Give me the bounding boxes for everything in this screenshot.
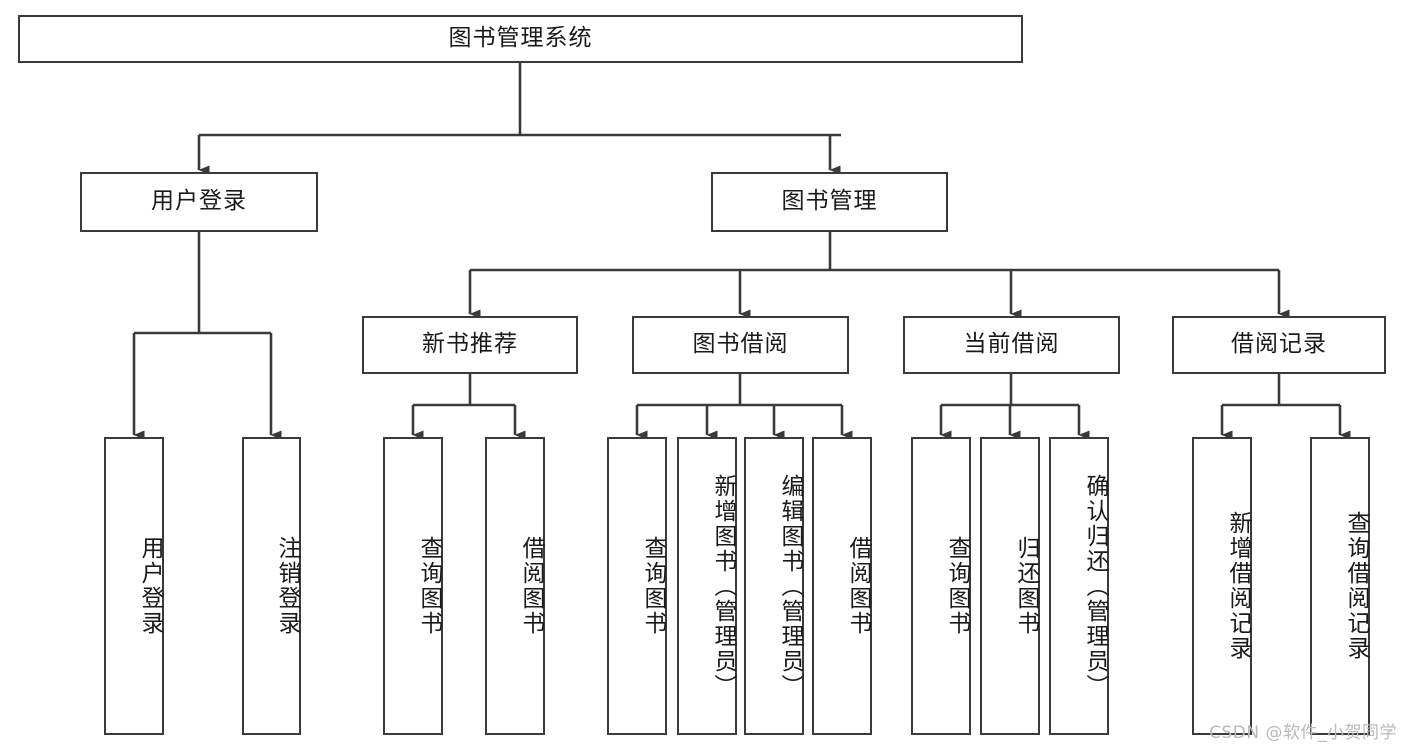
leaf-label: 用户登录 bbox=[137, 536, 163, 636]
node-leaf-user-login[interactable]: 用户登录 bbox=[104, 437, 164, 735]
node-leaf-query-record[interactable]: 查询借阅记录 bbox=[1310, 437, 1370, 735]
node-leaf-add-book[interactable]: 新增图书（管理员） bbox=[677, 437, 737, 735]
leaf-label: 查询图书 bbox=[640, 536, 666, 636]
node-borrow-record[interactable]: 借阅记录 bbox=[1172, 316, 1386, 374]
node-new-book-rec[interactable]: 新书推荐 bbox=[362, 316, 578, 374]
leaf-label: 新增图书（管理员） bbox=[710, 473, 736, 699]
node-leaf-logout[interactable]: 注销登录 bbox=[242, 437, 301, 735]
node-leaf-query-book-2[interactable]: 查询图书 bbox=[607, 437, 667, 735]
node-leaf-query-book-3[interactable]: 查询图书 bbox=[911, 437, 971, 735]
node-current-borrow[interactable]: 当前借阅 bbox=[903, 316, 1120, 374]
leaf-label: 借阅图书 bbox=[518, 536, 544, 636]
node-book-manage[interactable]: 图书管理 bbox=[711, 172, 948, 232]
leaf-label: 查询借阅记录 bbox=[1343, 511, 1369, 661]
node-root[interactable]: 图书管理系统 bbox=[18, 15, 1023, 63]
node-leaf-edit-book[interactable]: 编辑图书（管理员） bbox=[744, 437, 804, 735]
leaf-label: 注销登录 bbox=[274, 536, 300, 636]
node-leaf-return-book[interactable]: 归还图书 bbox=[980, 437, 1040, 735]
leaf-label: 确认归还（管理员） bbox=[1082, 473, 1108, 699]
node-leaf-borrow-book-1[interactable]: 借阅图书 bbox=[485, 437, 545, 735]
leaf-label: 查询图书 bbox=[944, 536, 970, 636]
node-book-borrow[interactable]: 图书借阅 bbox=[632, 316, 849, 374]
leaf-label: 借阅图书 bbox=[845, 536, 871, 636]
leaf-label: 编辑图书（管理员） bbox=[777, 473, 803, 699]
node-leaf-borrow-book-2[interactable]: 借阅图书 bbox=[812, 437, 872, 735]
leaf-label: 新增借阅记录 bbox=[1225, 511, 1251, 661]
leaf-label: 查询图书 bbox=[416, 536, 442, 636]
node-leaf-confirm-return[interactable]: 确认归还（管理员） bbox=[1049, 437, 1109, 735]
node-leaf-add-record[interactable]: 新增借阅记录 bbox=[1192, 437, 1252, 735]
node-user-login[interactable]: 用户登录 bbox=[80, 172, 318, 232]
node-leaf-query-book-1[interactable]: 查询图书 bbox=[383, 437, 443, 735]
leaf-label: 归还图书 bbox=[1013, 536, 1039, 636]
